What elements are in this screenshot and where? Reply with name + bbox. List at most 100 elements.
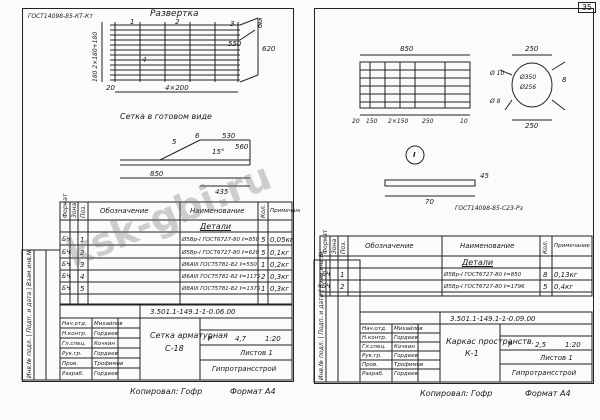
stamp-role: Пров. — [362, 362, 378, 368]
organization: Гипротрансстрой — [212, 365, 277, 373]
page-number: 35 — [577, 2, 596, 13]
mass: 2,5 — [535, 341, 547, 349]
mass: 4,7 — [235, 335, 247, 343]
dim-vertical: 180 2×180+180 — [92, 31, 99, 82]
stamp-name: Гордеев — [94, 331, 118, 337]
dim-530: 530 — [222, 132, 236, 140]
right-drawing — [313, 54, 593, 383]
view-callout-5: 5 — [172, 138, 177, 146]
callout-1: 1 — [130, 18, 135, 26]
row-name: Ø8АIII ГОСТ5781-82 ℓ=1375 — [182, 286, 261, 292]
hdr-note: Примечание — [270, 208, 306, 214]
row-note: 0,2кг — [270, 261, 290, 269]
dim-2x150: 2×150 — [388, 118, 409, 125]
row-format: БЧ — [322, 283, 331, 290]
hdr-pos: Поз. — [340, 240, 347, 254]
hdr-zone: Зона — [331, 238, 338, 254]
row-pos: 1 — [80, 236, 85, 244]
dim-4x200: 4×200 — [165, 84, 189, 92]
row-pos: 4 — [80, 273, 85, 281]
stamp-name: Михайлов — [394, 326, 423, 332]
stamp-name: Михайлов — [94, 321, 123, 327]
row-note: 0,1кг — [270, 249, 290, 257]
hdr-format: Формат — [62, 193, 69, 218]
left-drawing — [21, 17, 293, 381]
row-note: 0,4кг — [554, 283, 574, 291]
bar-code-label: ГОСТ14098-85-КТ-Кт — [28, 13, 93, 20]
stamp-name: Трофимов — [394, 362, 424, 368]
dim-850: 850 — [150, 170, 164, 178]
copied-label: Копировал: Гофр — [420, 389, 493, 398]
callout-2: 2 — [175, 18, 180, 26]
mark-I: I — [413, 151, 416, 159]
circle-dim-250-top: 250 — [525, 45, 539, 53]
side-strip-text: Инв.№ подл. | Подп. и дата | Взам.инв.№ — [318, 251, 325, 380]
item-title: Сетка арматурная — [150, 331, 228, 340]
hdr-name: Наименование — [460, 242, 515, 250]
row-name: Ø5Вр-I ГОСТ6727-80 ℓ=850 — [182, 237, 260, 243]
row-qty: 5 — [261, 249, 266, 257]
stamp-role: Рук.гр. — [62, 351, 82, 357]
stamp-role: Нач.отд. — [62, 321, 87, 327]
row-format: БЧ — [62, 261, 71, 268]
dim-550: 550 — [228, 40, 242, 48]
row-format: БЧ — [62, 285, 71, 292]
hdr-name: Наименование — [190, 207, 245, 215]
dim-20: 20 — [352, 118, 360, 125]
callout-4: 4 — [142, 56, 147, 64]
organization: Гипротрансстрой — [512, 369, 577, 377]
side-strip-text: Инв.№ подл. | Подп. и дата | Взам.инв.№ — [26, 249, 33, 378]
stamp-role: Разраб. — [62, 371, 84, 377]
dim-850: 850 — [400, 45, 414, 53]
right-frame — [314, 8, 594, 384]
row-note: 0,3кг — [270, 273, 290, 281]
stamp-name: Трофимов — [94, 361, 124, 367]
dim-620: 620 — [262, 45, 276, 53]
dim-10: 10 — [460, 118, 468, 125]
dim-250: 250 — [422, 118, 434, 125]
row-qty: 8 — [543, 271, 548, 279]
stamp-role: Рук.гр. — [362, 353, 382, 359]
stamp-name: Гордеев — [94, 371, 118, 377]
row-format: БЧ — [62, 249, 71, 256]
row-qty: 5 — [261, 236, 266, 244]
row-note: 0,05кг — [270, 236, 294, 244]
sheet-count: Листов 1 — [240, 349, 273, 357]
scale: 1:20 — [565, 341, 581, 349]
row-pos: 2 — [80, 249, 85, 257]
stage: Р — [508, 341, 513, 349]
circle-dim-256: Ø256 — [520, 84, 537, 91]
stamp-role: Нач.отд. — [362, 326, 387, 332]
row-pos: 2 — [340, 283, 345, 291]
stamp-name: Кочкин — [94, 341, 116, 347]
circle-dim-8: Ø 8 — [490, 98, 501, 105]
circle-dim-8b: 8 — [562, 76, 567, 84]
hdr-designation: Обозначение — [365, 242, 414, 250]
row-pos: 3 — [80, 261, 85, 269]
format-label: Формат А4 — [525, 389, 571, 398]
hdr-pos: Поз. — [80, 204, 87, 218]
row-name: Ø5Вр-I ГОСТ6727-80 ℓ=1796 — [444, 284, 525, 290]
row-qty: 1 — [261, 285, 266, 293]
stamp-role: Н.контр. — [62, 331, 87, 337]
callout-6: 6 — [258, 22, 263, 30]
row-note: 0,13кг — [554, 271, 578, 279]
item-code: С-18 — [165, 344, 184, 353]
stamp-name: Гордеев — [394, 353, 418, 359]
hdr-note: Примечание — [554, 243, 590, 249]
row-note: 0,3кг — [270, 285, 290, 293]
hdr-zone: Зона — [71, 202, 78, 218]
dim-560: 560 — [235, 143, 249, 151]
stamp-name: Гордеев — [394, 335, 418, 341]
doc-number: 3.501.1-149.1-1-0.09.00 — [450, 315, 536, 323]
dim-150: 150 — [366, 118, 378, 125]
hdr-qty: Кол. — [542, 240, 549, 254]
stamp-name: Гордеев — [94, 351, 118, 357]
hdr-designation: Обозначение — [100, 207, 149, 215]
dim-angle: 15° — [212, 148, 225, 156]
left-frame — [22, 8, 294, 382]
stamp-role: Гл.спец. — [362, 344, 386, 350]
sheet-count: Листов 1 — [540, 354, 573, 362]
row-format: БЧ — [322, 271, 331, 278]
row-qty: 1 — [261, 261, 266, 269]
